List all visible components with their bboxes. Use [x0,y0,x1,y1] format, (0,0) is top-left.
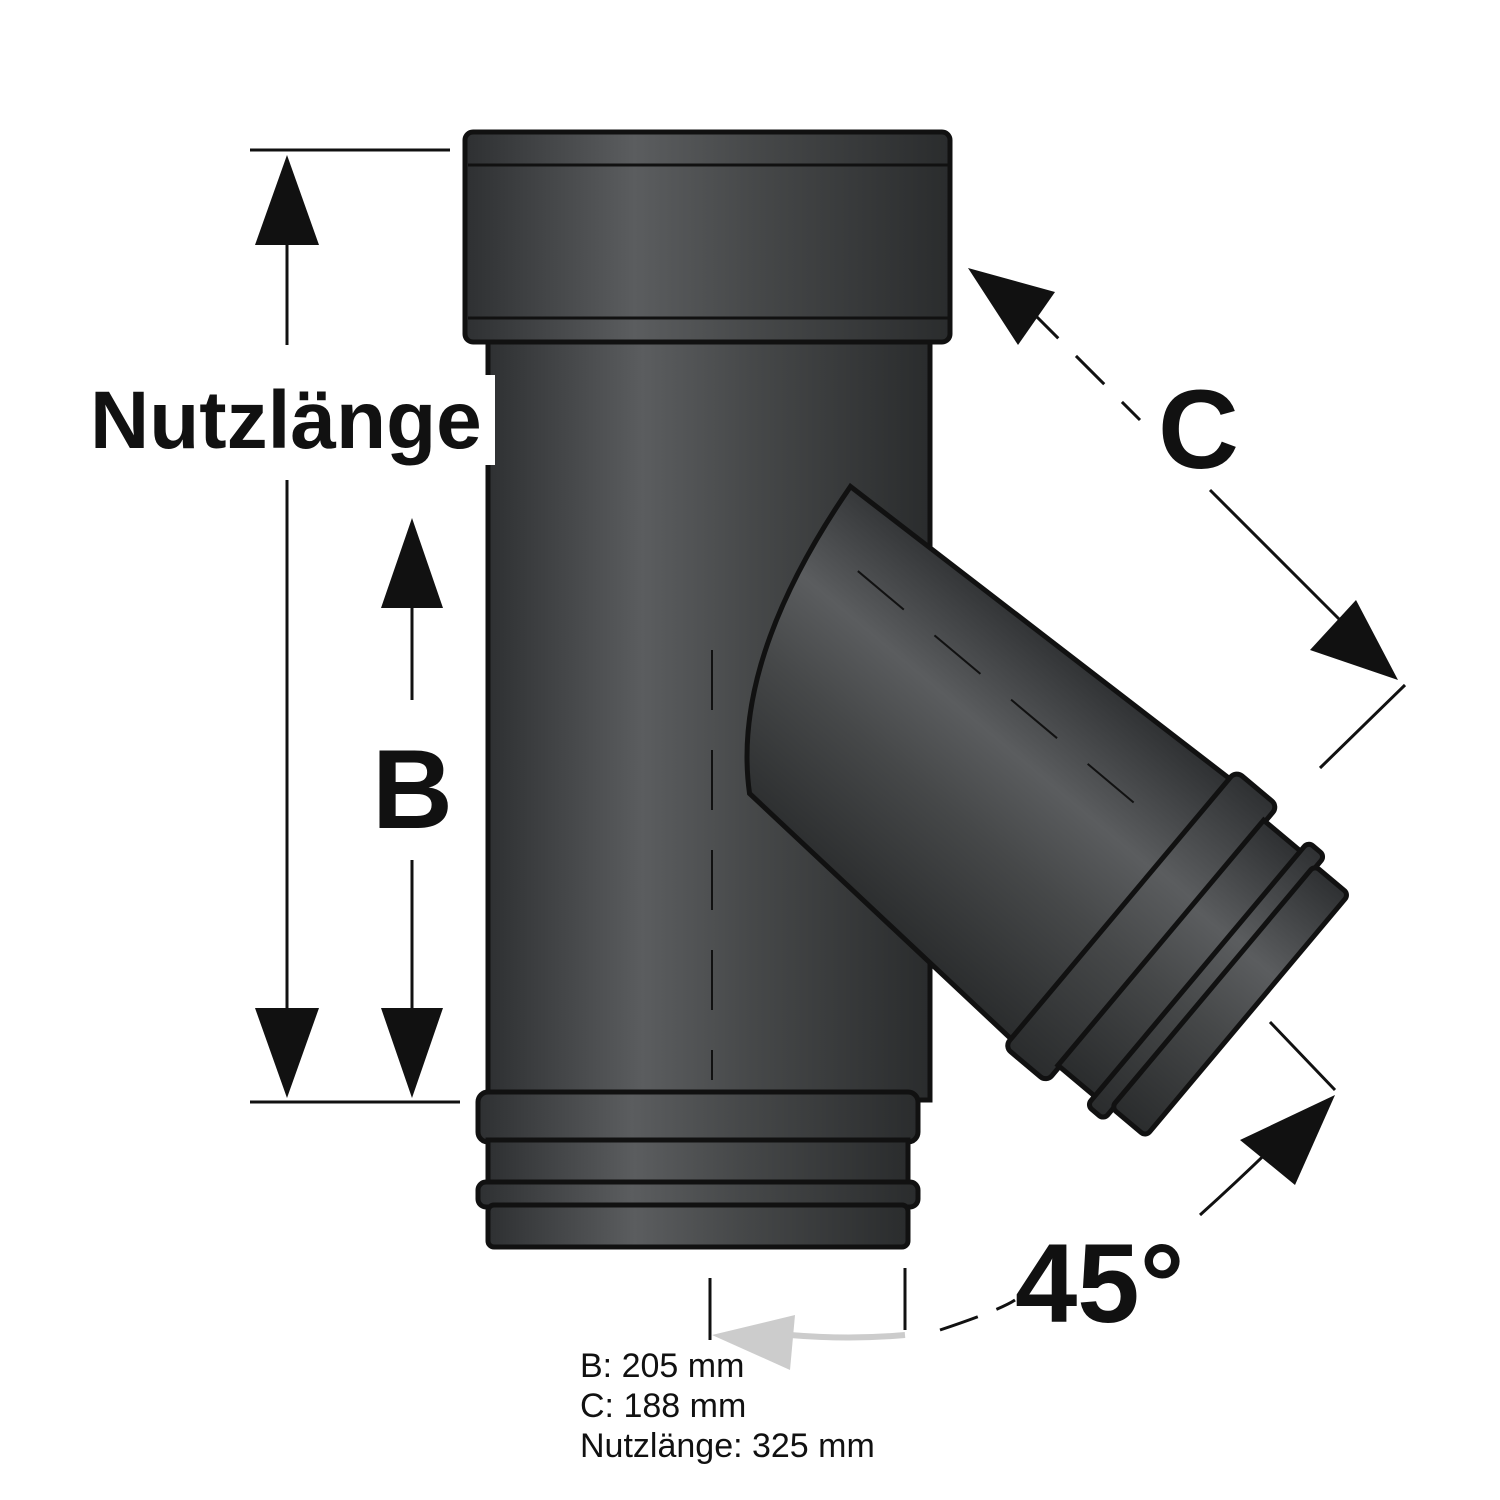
arrow-up-right-icon [1240,1095,1335,1185]
dimension-c [968,268,1407,770]
label-nutzlaenge: Nutzlänge [90,375,482,466]
arrow-down-icon [255,1008,319,1098]
spec-b: B: 205 mm [580,1347,745,1385]
specs-list: B: 205 mm C: 188 mm Nutzlänge: 325 mm [580,1346,875,1466]
arrow-down-right-icon [1310,600,1398,680]
arrow-up-icon [381,518,443,608]
arrow-up-left-icon [968,268,1055,345]
label-background [85,375,495,465]
branch-pipe [744,482,1349,1137]
spec-c: C: 188 mm [580,1387,747,1425]
dimension-nutzlaenge [250,148,460,1104]
label-c: C [1158,367,1239,492]
dimension-b [381,518,443,1098]
arrow-left-icon [712,1315,795,1370]
label-b: B [372,727,453,852]
arrow-up-icon [255,155,319,245]
dimension-angle [708,1020,1337,1370]
spec-nutzlaenge: Nutzlänge: 325 mm [580,1427,875,1465]
label-angle: 45° [1015,1221,1184,1346]
arrow-down-icon [381,1008,443,1098]
